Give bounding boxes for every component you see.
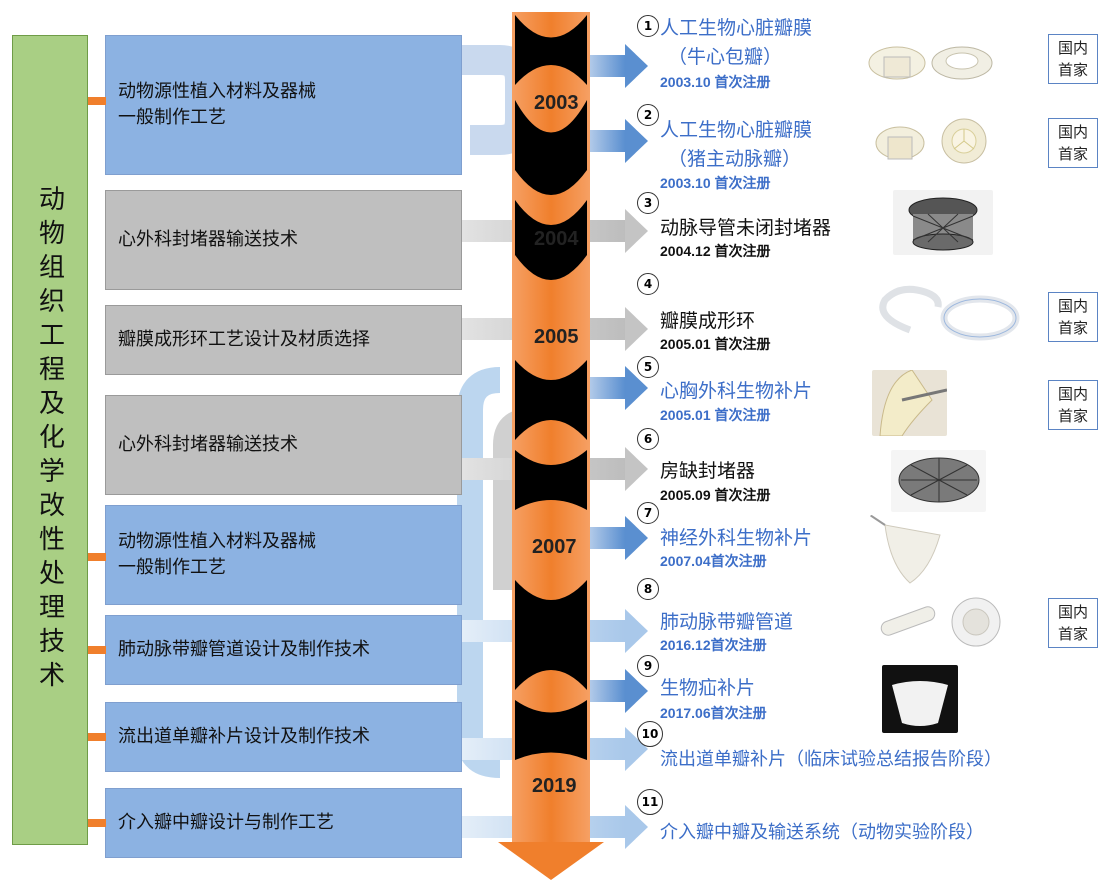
connector-tick-7 [88, 733, 106, 741]
product-number-10: 10 [637, 721, 663, 747]
product-number-4: 4 [637, 273, 659, 295]
tech-label-8: 介入瓣中瓣设计与制作工艺 [118, 812, 334, 833]
tech-label-6: 肺动脉带瓣管道设计及制作技术 [118, 639, 370, 660]
tech-label-1: 动物源性植入材料及器械 一般制作工艺 [118, 81, 316, 128]
product-name-4: 瓣膜成形环 [660, 310, 756, 332]
product-name-2: 人工生物心脏瓣膜 [660, 119, 813, 141]
product-name-9: 生物疝补片 [660, 677, 756, 699]
domestic-first-badge-2: 国内 首家 [1048, 118, 1098, 168]
porcine-valve-photo [875, 118, 987, 164]
product-date-4: 2005.01 首次注册 [660, 336, 771, 352]
connector-tick-1 [88, 97, 106, 105]
tech-label-2: 心外科封堵器输送技术 [118, 229, 298, 250]
connector-curve-2 [457, 367, 501, 778]
tech-box-1: 动物源性植入材料及器械 一般制作工艺 [105, 35, 462, 175]
badge-text-4: 国内 首家 [1057, 385, 1088, 425]
tech-box-6: 肺动脉带瓣管道设计及制作技术 [105, 615, 462, 685]
product-date-1: 2003.10 首次注册 [660, 74, 771, 90]
annuloplasty-ring-photo [879, 285, 1020, 341]
product-number-6: 6 [637, 428, 659, 450]
product-number-7: 7 [637, 502, 659, 524]
year-label-2004: 2004 [534, 228, 579, 250]
connector-tick-5 [88, 553, 106, 561]
badge-text-1: 国内 首家 [1057, 39, 1088, 79]
product-number-1: 1 [637, 15, 659, 37]
product-subname-2: （猪主动脉瓣） [668, 148, 802, 170]
domestic-first-badge-3: 国内 首家 [1048, 292, 1098, 342]
domestic-first-badge-1: 国内 首家 [1048, 34, 1098, 84]
product-date-9: 2017.06首次注册 [660, 705, 767, 721]
product-name-3: 动脉导管未闭封堵器 [660, 217, 832, 239]
bovine-valve-photo [868, 46, 993, 80]
hernia-patch-photo [882, 665, 958, 733]
tech-box-2: 心外科封堵器输送技术 [105, 190, 462, 290]
badge-text-2: 国内 首家 [1057, 123, 1088, 163]
product-name-11: 介入瓣中瓣及输送系统（动物实验阶段） [660, 822, 984, 843]
product-number-2: 2 [637, 104, 659, 126]
product-number-9: 9 [637, 655, 659, 677]
valved-conduit-photo [880, 597, 1001, 647]
product-number-8: 8 [637, 578, 659, 600]
product-name-10: 流出道单瓣补片（临床试验总结报告阶段） [660, 749, 1002, 770]
product-name-6: 房缺封堵器 [660, 460, 756, 482]
product-date-3: 2004.12 首次注册 [660, 243, 771, 259]
domestic-first-badge-4: 国内 首家 [1048, 380, 1098, 430]
tech-label-7: 流出道单瓣补片设计及制作技术 [118, 726, 370, 747]
product-name-8: 肺动脉带瓣管道 [660, 611, 794, 633]
product-name-1: 人工生物心脏瓣膜 [660, 17, 813, 39]
connector-tick-8 [88, 819, 106, 827]
tech-label-4: 心外科封堵器输送技术 [118, 434, 298, 455]
year-label-2003: 2003 [534, 92, 579, 114]
product-date-7: 2007.04首次注册 [660, 553, 767, 569]
tech-box-5: 动物源性植入材料及器械 一般制作工艺 [105, 505, 462, 605]
left-title-box: 动物组织工程及化学改性处理技术 [12, 35, 88, 845]
tech-box-4: 心外科封堵器输送技术 [105, 395, 462, 495]
neuro-patch-photo [870, 515, 941, 584]
badge-text-5: 国内 首家 [1057, 603, 1088, 643]
product-number-3: 3 [637, 192, 659, 214]
connector-tick-6 [88, 646, 106, 654]
timeline-arrow [498, 12, 604, 880]
product-date-5: 2005.01 首次注册 [660, 407, 771, 423]
product-subname-1: （牛心包瓣） [668, 46, 783, 68]
tech-label-3: 瓣膜成形环工艺设计及材质选择 [118, 329, 370, 350]
product-name-5: 心胸外科生物补片 [660, 380, 813, 402]
domestic-first-badge-5: 国内 首家 [1048, 598, 1098, 648]
tech-box-8: 介入瓣中瓣设计与制作工艺 [105, 788, 462, 858]
badge-text-3: 国内 首家 [1057, 297, 1088, 337]
product-number-5: 5 [637, 356, 659, 378]
asd-occluder-photo [891, 450, 986, 512]
year-label-2005: 2005 [534, 326, 579, 348]
product-date-8: 2016.12首次注册 [660, 637, 767, 653]
tech-box-7: 流出道单瓣补片设计及制作技术 [105, 702, 462, 772]
tech-box-3: 瓣膜成形环工艺设计及材质选择 [105, 305, 462, 375]
pda-occluder-photo [893, 190, 993, 255]
product-number-11: 11 [637, 789, 663, 815]
tech-label-5: 动物源性植入材料及器械 一般制作工艺 [118, 531, 316, 578]
connector-curve-1 [462, 45, 535, 155]
cardiothoracic-patch-photo [872, 370, 947, 436]
product-name-7: 神经外科生物补片 [660, 527, 813, 549]
left-title-text: 动物组织工程及化学改性处理技术 [34, 185, 65, 695]
product-date-6: 2005.09 首次注册 [660, 487, 771, 503]
year-label-2019: 2019 [532, 775, 577, 797]
product-date-2: 2003.10 首次注册 [660, 175, 771, 191]
year-label-2007: 2007 [532, 536, 577, 558]
